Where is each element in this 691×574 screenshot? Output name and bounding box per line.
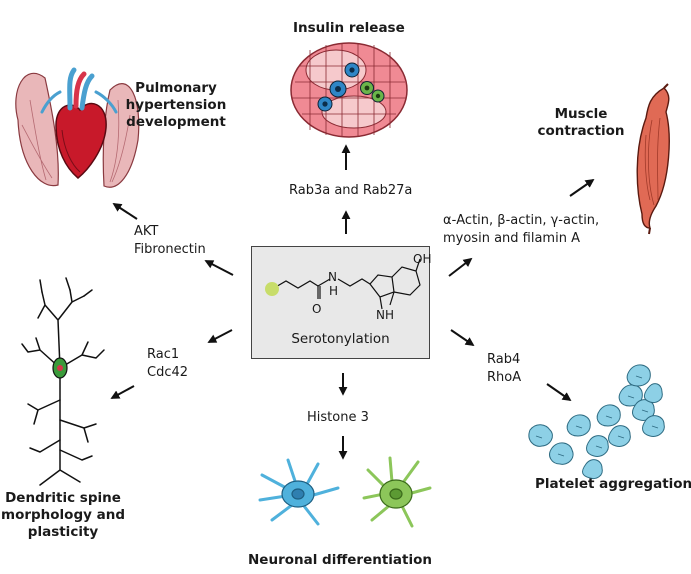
pulmonary-title-line1: Pulmonary xyxy=(135,80,217,96)
differentiating-neurons-illustration xyxy=(258,456,432,528)
rab4-label: Rab4 xyxy=(487,352,521,367)
blue-neuron xyxy=(258,458,340,526)
muscle-illustration xyxy=(636,83,670,235)
arrow-to-actin xyxy=(448,257,473,277)
green-neuron xyxy=(362,456,432,528)
mol-h-label: H xyxy=(329,284,339,298)
neuronal-differentiation-title: Neuronal differentiation xyxy=(248,552,433,568)
probe-ball xyxy=(265,282,279,296)
serotonin-structure xyxy=(265,258,421,310)
arrow-to-rab4 xyxy=(450,329,475,347)
arrow-to-muscle xyxy=(569,178,595,197)
histone-3-label: Histone 3 xyxy=(307,410,369,425)
akt-label: AKT xyxy=(134,224,159,239)
arrow-to-akt xyxy=(204,260,234,276)
mol-oh-label: OH xyxy=(413,252,432,266)
rhoa-label: RhoA xyxy=(487,370,522,385)
cdc42-label: Cdc42 xyxy=(147,365,189,380)
mol-o-label: O xyxy=(312,302,322,316)
pulmonary-title-line2: hypertension xyxy=(125,97,227,113)
mol-n-label: N xyxy=(328,270,337,284)
actin-label-line2: myosin and filamin A xyxy=(443,231,580,246)
mol-nh-label: NH xyxy=(376,308,394,322)
muscle-title: Muscle contraction xyxy=(536,106,626,140)
platelet-aggregate-illustration xyxy=(528,364,665,479)
arrow-to-platelet xyxy=(546,383,572,402)
insulin-release-title: Insulin release xyxy=(293,20,405,36)
dendritic-title-line2: morphology and xyxy=(1,507,125,523)
pulmonary-title-line3: development xyxy=(126,114,226,130)
pulmonary-title: Pulmonary hypertension development xyxy=(122,80,230,131)
muscle-title-line2: contraction xyxy=(537,123,625,139)
rac1-label: Rac1 xyxy=(147,347,180,362)
dendritic-title-line3: plasticity xyxy=(27,524,99,540)
dendritic-title-line1: Dendritic spine xyxy=(5,490,121,506)
serotonylation-label: Serotonylation xyxy=(291,331,390,347)
rab3a-rab27a-label: Rab3a and Rab27a xyxy=(289,183,413,198)
platelet-aggregation-title: Platelet aggregation xyxy=(535,476,691,492)
muscle-title-line1: Muscle xyxy=(554,106,608,122)
arrow-to-pulmonary xyxy=(112,203,138,220)
serotonylation-box: OH N H O NH Serotonylation xyxy=(251,246,432,359)
arrows xyxy=(110,144,595,460)
heart-lungs-illustration xyxy=(15,67,140,188)
dendritic-title: Dendritic spine morphology and plasticit… xyxy=(0,490,126,541)
pancreatic-islet-illustration xyxy=(290,42,408,138)
dendritic-neuron-illustration xyxy=(21,277,105,486)
fibronectin-label: Fibronectin xyxy=(134,242,206,257)
actin-label-line1: α-Actin, β-actin, γ-actin, xyxy=(443,213,600,228)
arrow-to-dendritic xyxy=(110,385,135,399)
arrow-to-rac1 xyxy=(207,329,233,343)
